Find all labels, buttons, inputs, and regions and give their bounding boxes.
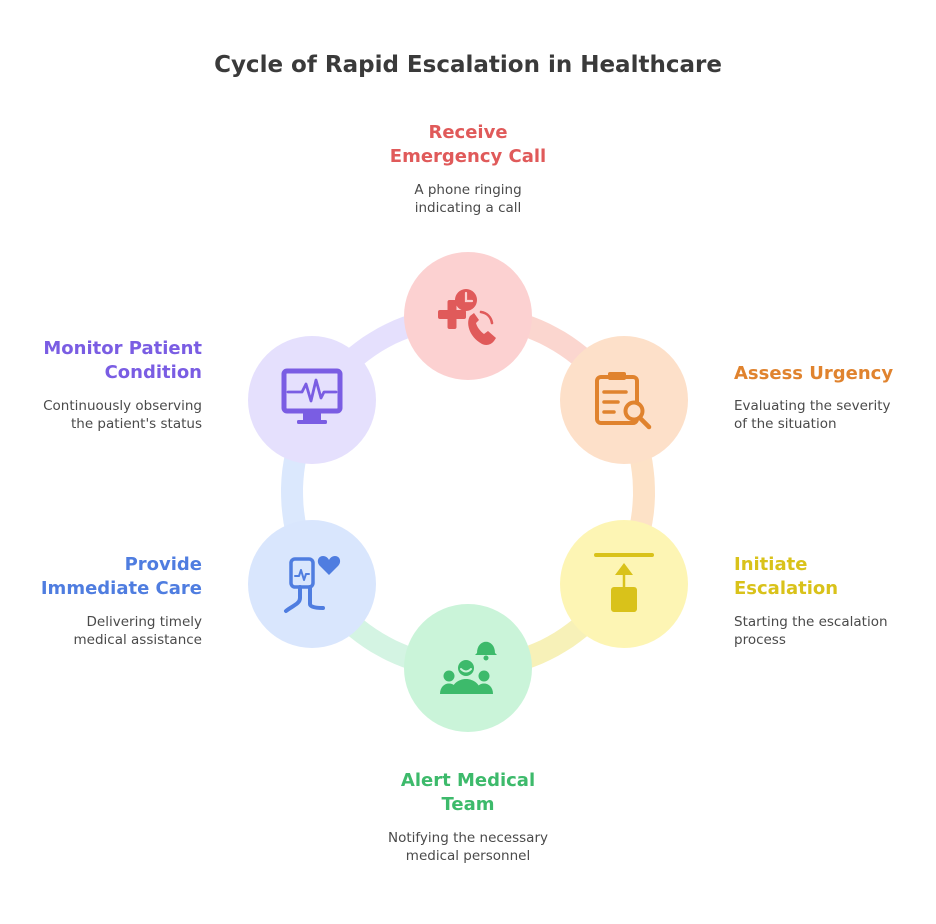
step-title-alert-team: Alert Medical Team <box>400 770 536 815</box>
step-desc-receive-call: A phone ringing indicating a call <box>414 182 522 216</box>
diagram-title: Cycle of Rapid Escalation in Healthcare <box>214 52 722 78</box>
step-title-receive-call: Receive Emergency Call <box>389 122 547 167</box>
step-title-immediate-care: Provide Immediate Care <box>40 554 202 599</box>
step-title-monitor-patient: Monitor Patient Condition <box>43 338 202 383</box>
emergency-phone-icon <box>438 289 496 345</box>
team-alert-icon <box>440 641 497 694</box>
step-desc-monitor-patient: Continuously observing the patient's sta… <box>43 398 202 432</box>
escalation-lift-icon <box>594 553 654 612</box>
step-desc-immediate-care: Delivering timely medical assistance <box>73 614 203 648</box>
node-circle-assess-urgency <box>560 336 688 464</box>
step-desc-alert-team: Notifying the necessary medical personne… <box>388 830 548 864</box>
clipboard-search-icon <box>595 372 652 430</box>
node-circle-receive-call <box>404 252 532 380</box>
heart-monitor-icon <box>281 368 343 424</box>
step-title-assess-urgency: Assess Urgency <box>734 363 894 384</box>
step-desc-assess-urgency: Evaluating the severity of the situation <box>734 398 891 432</box>
step-desc-initiate-escalation: Starting the escalation process <box>734 614 888 648</box>
step-title-initiate-escalation: Initiate Escalation <box>734 554 839 599</box>
hand-heart-care-icon <box>284 556 341 613</box>
